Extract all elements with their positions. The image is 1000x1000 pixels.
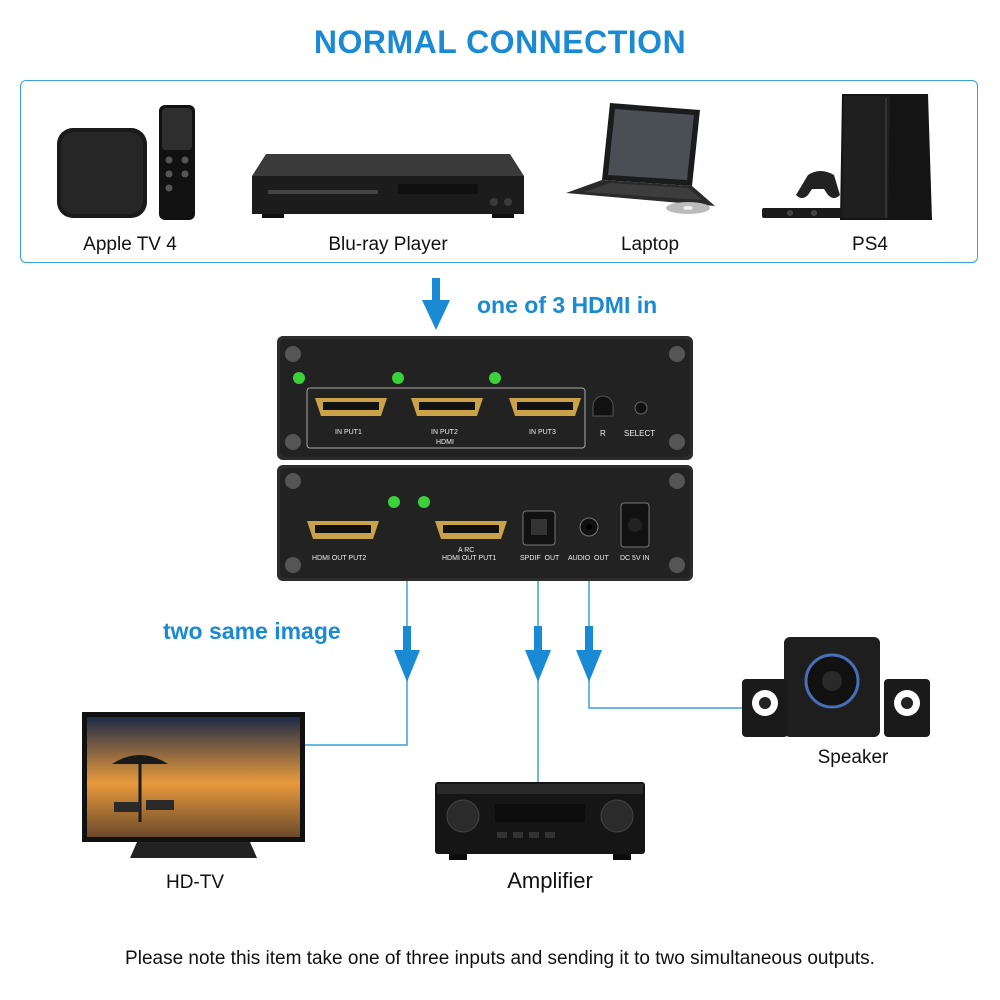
- back-dc-label: DC 5V IN: [620, 555, 650, 562]
- tv-icon: [82, 712, 305, 858]
- speaker-connection-line: [588, 567, 742, 709]
- front-select-label: SELECT: [624, 429, 656, 438]
- front-ir-label: R: [600, 429, 606, 438]
- tv-connection-line: [303, 572, 408, 746]
- source-devices-panel: [20, 80, 978, 263]
- output-label-amplifier: Amplifier: [507, 868, 593, 893]
- source-label-bluray: Blu-ray Player: [328, 234, 448, 255]
- source-label-apple-tv: Apple TV 4: [83, 234, 177, 255]
- bluray-player-icon: [252, 154, 524, 218]
- switch-front-panel: [277, 336, 693, 460]
- input-callout: one of 3 HDMI in: [477, 292, 658, 318]
- amplifier-icon: [435, 782, 645, 860]
- front-hdmi-group-label: HDMI: [436, 439, 454, 446]
- source-label-ps4: PS4: [852, 234, 888, 255]
- front-port-label-1: IN PUT1: [335, 429, 362, 436]
- output-callout: two same image: [163, 618, 341, 644]
- speaker-icon: [742, 637, 930, 737]
- page-title: NORMAL CONNECTION: [313, 24, 687, 60]
- back-port-label-1: HDMI OUT PUT1: [442, 555, 497, 562]
- back-arc-label: A RC: [458, 547, 475, 554]
- back-spdif-label: SPDIF OUT: [520, 555, 560, 562]
- footer-note: Please note this item take one of three …: [125, 948, 875, 969]
- back-port-label-2: HDMI OUT PUT2: [312, 555, 367, 562]
- speaker-arrow-icon: [576, 626, 602, 682]
- tv-arrow-icon: [394, 626, 420, 682]
- front-port-label-2: IN PUT2: [431, 429, 458, 436]
- output-label-speaker: Speaker: [817, 747, 889, 768]
- switch-back-panel: [277, 465, 693, 581]
- source-label-laptop: Laptop: [620, 234, 680, 255]
- laptop-icon: [566, 103, 715, 214]
- amplifier-arrow-icon: [525, 626, 551, 682]
- apple-tv-icon: [57, 105, 195, 220]
- output-label-tv: HD-TV: [165, 872, 225, 893]
- front-port-label-3: IN PUT3: [529, 429, 556, 436]
- input-arrow-icon: [422, 278, 450, 330]
- back-audio-label: AUDIO OUT: [568, 555, 609, 562]
- ps4-icon: [762, 94, 932, 220]
